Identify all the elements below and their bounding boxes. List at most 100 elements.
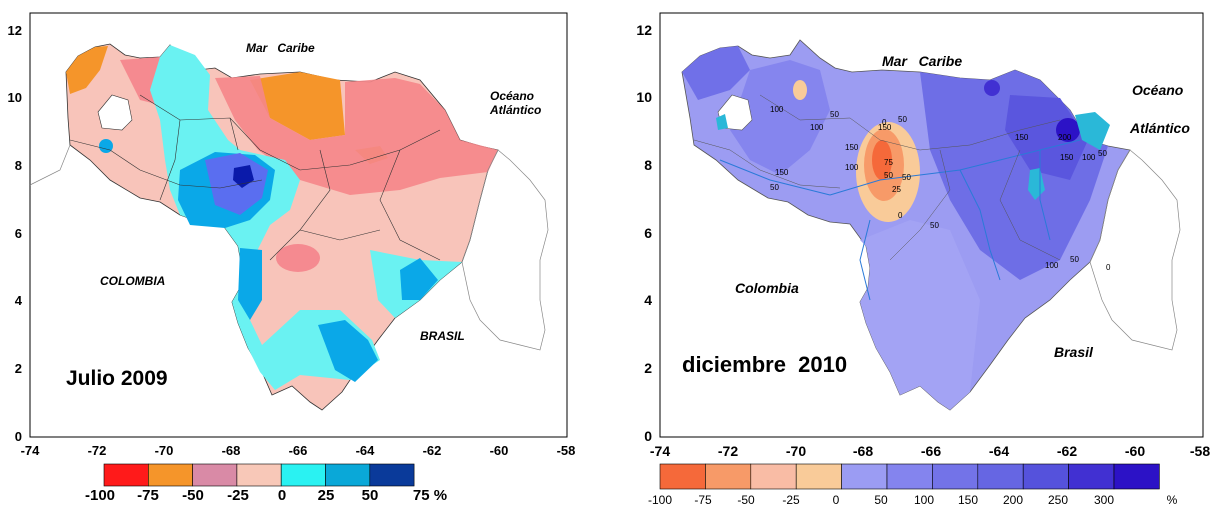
y-tick: 2 — [15, 361, 22, 376]
x-tick: -70 — [155, 443, 174, 458]
contour-label: 50 — [898, 115, 907, 124]
label-colombia: Colombia — [735, 280, 799, 296]
y-axis: 0 2 4 6 8 10 12 — [636, 22, 652, 444]
contour-label: 100 — [1045, 261, 1059, 270]
legend-swatch — [325, 463, 371, 487]
region-negative-core — [872, 140, 892, 180]
legend-label: 50 — [874, 493, 888, 507]
x-tick: -74 — [21, 443, 41, 458]
legend-label: -25 — [227, 487, 249, 504]
contour-label: 25 — [892, 185, 901, 194]
legend — [659, 463, 1160, 490]
legend-label: -50 — [737, 493, 755, 507]
rivers — [719, 139, 1081, 301]
x-tick: -70 — [786, 443, 806, 459]
region-east-darker — [1005, 95, 1088, 180]
legend-label: -100 — [648, 493, 672, 507]
legend-label: 150 — [958, 493, 978, 507]
lake-west-cyan — [716, 114, 728, 130]
map-diciembre-2010-svg: 100 50 150 100 50 150 150 100 50 0 50 75… — [636, 12, 1210, 507]
legend-label: % — [1167, 493, 1178, 507]
contour-label: 50 — [1098, 149, 1107, 158]
y-axis: 0 2 4 6 8 10 12 — [8, 23, 23, 444]
contour-label: 0 — [1106, 263, 1111, 272]
legend-label: 75 % — [413, 487, 447, 504]
y-tick: 4 — [644, 292, 652, 308]
legend-swatch — [148, 463, 193, 487]
region-pink-spot — [276, 244, 320, 272]
x-tick: -58 — [1190, 443, 1210, 459]
legend-label: 0 — [833, 493, 840, 507]
map-title: diciembre 2010 — [682, 352, 847, 377]
y-tick: 6 — [15, 226, 22, 241]
region-cyan-band — [150, 45, 380, 390]
legend-label: 300 — [1094, 493, 1114, 507]
lake-maracaibo — [97, 94, 133, 131]
x-tick: -68 — [222, 443, 241, 458]
x-tick: -60 — [1125, 443, 1145, 459]
x-axis: -74 -72 -70 -68 -66 -64 -62 -60 -58 — [650, 443, 1210, 459]
legend-swatch — [280, 463, 326, 487]
y-tick: 4 — [15, 293, 23, 308]
x-tick: -64 — [356, 443, 376, 458]
contour-label: 100 — [810, 123, 824, 132]
label-brasil: BRASIL — [420, 329, 465, 343]
legend-swatch — [795, 463, 842, 490]
state-boundaries — [693, 94, 1061, 261]
contour-label: 200 — [1058, 133, 1072, 142]
colombia-outline — [29, 144, 71, 186]
y-tick: 6 — [644, 225, 652, 241]
contour-label: 150 — [775, 168, 789, 177]
x-tick: -60 — [490, 443, 509, 458]
x-tick: -58 — [557, 443, 576, 458]
region-cyan-spot — [99, 139, 113, 153]
contour-label: 100 — [1082, 153, 1096, 162]
legend-label: -50 — [182, 487, 204, 504]
y-tick: 2 — [644, 360, 652, 376]
y-tick: 12 — [8, 23, 22, 38]
map-julio-2009: Mar Caribe Océano Atlántico COLOMBIA BRA… — [0, 0, 600, 509]
legend-label: -75 — [694, 493, 712, 507]
legend-swatch — [841, 463, 888, 490]
contour-label: 50 — [830, 110, 839, 119]
label-brasil: Brasil — [1054, 344, 1094, 360]
contour-label: 0 — [882, 118, 887, 127]
x-tick: -72 — [718, 443, 738, 459]
legend-label: 250 — [1048, 493, 1068, 507]
legend-swatch — [236, 463, 282, 487]
legend-labels: -100 -75 -50 -25 0 25 50 75 % — [85, 487, 447, 504]
state-boundaries — [69, 94, 441, 261]
delta-orinoco — [1075, 112, 1110, 150]
legend-label: -75 — [137, 487, 159, 504]
legend-swatch — [369, 463, 415, 487]
region-orange-west — [66, 46, 108, 94]
label-oceano: Océano — [1132, 82, 1184, 98]
contour-labels: 100 50 150 100 50 150 150 100 50 0 50 75… — [770, 105, 1111, 272]
contour-label: 50 — [884, 171, 893, 180]
label-colombia: COLOMBIA — [100, 274, 165, 288]
x-tick: -74 — [650, 443, 670, 459]
region-south-light — [860, 220, 980, 410]
contour-label: 100 — [845, 163, 859, 172]
map-title: Julio 2009 — [66, 367, 168, 390]
legend-label: -25 — [782, 493, 800, 507]
legend — [103, 463, 415, 487]
legend-swatch — [932, 463, 979, 490]
y-tick: 0 — [15, 429, 22, 444]
legend-label: 100 — [914, 493, 934, 507]
x-tick: -62 — [1057, 443, 1077, 459]
contour-label: 50 — [1070, 255, 1079, 264]
guyana-outline — [1089, 149, 1181, 351]
x-axis: -74 -72 -70 -68 -66 -64 -62 -60 -58 — [21, 443, 576, 458]
contour-label: 150 — [845, 143, 859, 152]
label-mar-caribe: Mar Caribe — [246, 41, 315, 55]
legend-swatch — [705, 463, 752, 490]
map-diciembre-2010: 100 50 150 100 50 150 150 100 50 0 50 75… — [620, 0, 1217, 509]
label-mar-caribe: Mar Caribe — [882, 53, 962, 69]
x-tick: -66 — [289, 443, 308, 458]
legend-swatch — [977, 463, 1024, 490]
x-tick: -68 — [853, 443, 873, 459]
legend-swatch — [1068, 463, 1115, 490]
contour-label: 0 — [898, 211, 903, 220]
legend-label: 50 — [362, 487, 379, 504]
